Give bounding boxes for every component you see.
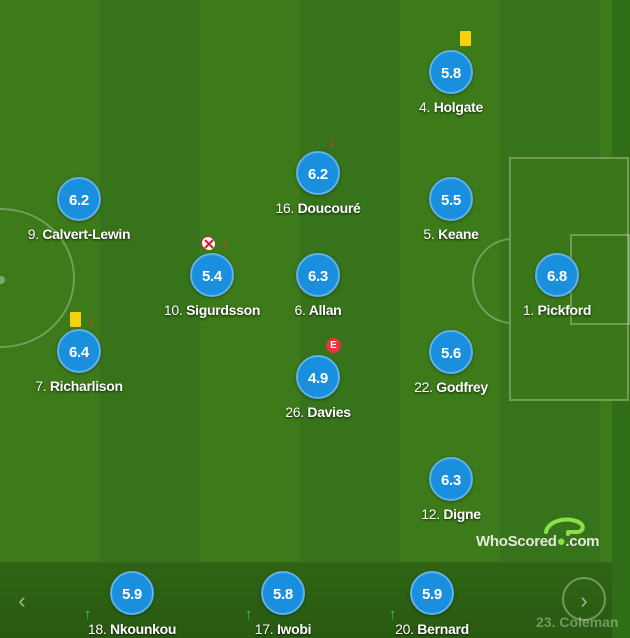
arrow-up-icon: ↑ <box>84 606 92 623</box>
player-name: 5. Keane <box>423 226 479 242</box>
substitutes-bar: ‹ ↑ 5.9 18. Nkounkou ↑ 5.8 17. Iwobi ↑ 5… <box>0 562 612 638</box>
player-rating: 5.9 <box>110 571 154 615</box>
player-holgate[interactable]: 5.8 4. Holgate <box>386 50 516 115</box>
bench-next-button[interactable]: › <box>562 571 606 631</box>
yellow-card-icon <box>460 31 471 46</box>
error-icon: E <box>326 338 341 353</box>
pitch: 5.8 4. Holgate ↓ 6.2 16. Doucouré 6.2 9.… <box>0 0 630 562</box>
player-calvert-lewin[interactable]: 6.2 9. Calvert-Lewin <box>14 177 144 242</box>
sub-player-iwobi[interactable]: ↑ 5.8 17. Iwobi <box>218 571 348 637</box>
player-name: 6. Allan <box>294 302 342 318</box>
sub-player-bernard[interactable]: ↑ 5.9 20. Bernard <box>367 571 497 637</box>
arrow-down-icon: ↓ <box>328 133 336 150</box>
player-rating: 5.8 <box>429 50 473 94</box>
center-spot <box>0 276 5 284</box>
player-rating: 5.4 <box>190 253 234 297</box>
player-rating: 6.2 <box>57 177 101 221</box>
whoscored-logo-icon <box>544 517 585 536</box>
sub-player-nkounkou[interactable]: ↑ 5.9 18. Nkounkou <box>67 571 197 637</box>
player-rating: 6.3 <box>296 253 340 297</box>
player-sigurdsson[interactable]: 5.4 10. Sigurdsson <box>147 253 277 318</box>
player-digne[interactable]: 6.3 12. Digne <box>386 457 516 522</box>
player-godfrey[interactable]: 5.6 22. Godfrey <box>386 330 516 395</box>
player-rating: 5.9 <box>410 571 454 615</box>
chevron-left-icon: ‹ <box>18 588 26 613</box>
missed-penalty-icon <box>201 236 215 250</box>
player-name: 4. Holgate <box>419 99 483 115</box>
player-rating: 5.5 <box>429 177 473 221</box>
player-name: 20. Bernard <box>395 621 469 637</box>
player-name: 18. Nkounkou <box>87 621 177 637</box>
player-name: 16. Doucouré <box>275 200 361 216</box>
player-pickford[interactable]: 6.8 1. Pickford <box>492 253 622 318</box>
bench-prev-button[interactable]: ‹ <box>2 571 42 631</box>
player-rating: 4.9 <box>296 355 340 399</box>
player-doucoure[interactable]: 6.2 16. Doucouré <box>253 151 383 216</box>
player-name: 22. Godfrey <box>414 379 488 395</box>
player-name: 12. Digne <box>421 506 481 522</box>
player-rating: 6.2 <box>296 151 340 195</box>
next-button-ring <box>562 577 606 621</box>
whoscored-logo: WhoScored●.com <box>476 516 606 552</box>
player-name: 1. Pickford <box>522 302 592 318</box>
player-name: 26. Davies <box>285 404 351 420</box>
player-name: 17. Iwobi <box>254 621 312 637</box>
player-rating: 6.4 <box>57 329 101 373</box>
chevron-right-icon: › <box>580 588 588 613</box>
whoscored-text: WhoScored●.com <box>476 533 600 550</box>
player-rating: 5.6 <box>429 330 473 374</box>
yellow-card-icon <box>70 312 81 327</box>
whoscored-dot: ● <box>556 533 566 550</box>
player-name: 10. Sigurdsson <box>163 302 261 318</box>
arrow-up-icon: ↑ <box>389 606 397 623</box>
player-name: 7. Richarlison <box>35 378 123 394</box>
player-keane[interactable]: 5.5 5. Keane <box>386 177 516 242</box>
player-name: 9. Calvert-Lewin <box>27 226 131 242</box>
arrow-up-icon: ↑ <box>245 606 253 623</box>
arrow-down-icon: ↓ <box>88 311 96 328</box>
arrow-down-icon: ↓ <box>222 234 230 251</box>
player-allan[interactable]: 6.3 6. Allan <box>253 253 383 318</box>
player-richarlison[interactable]: 6.4 7. Richarlison <box>14 329 144 394</box>
player-rating: 6.3 <box>429 457 473 501</box>
sub-player-partial: 23. Coleman <box>536 614 619 630</box>
player-davies[interactable]: 4.9 26. Davies <box>253 355 383 420</box>
player-rating: 6.8 <box>535 253 579 297</box>
player-rating: 5.8 <box>261 571 305 615</box>
